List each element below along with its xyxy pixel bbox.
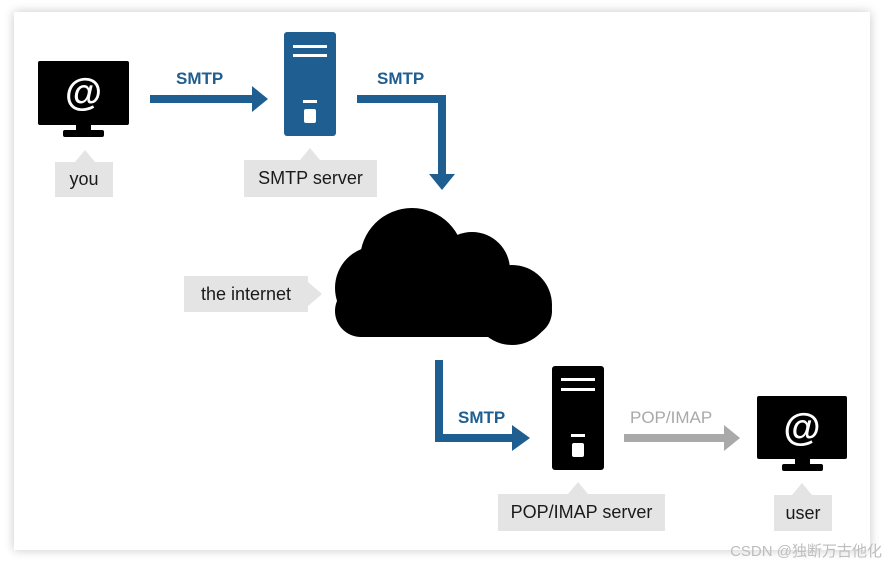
pop-imap-server-icon (552, 366, 604, 470)
smtp-server-icon (284, 32, 336, 136)
edge-label-pop-imap: POP/IMAP (630, 408, 712, 427)
edge-label-smtp-3: SMTP (458, 408, 505, 427)
edge-pop-imap-server-to-user (624, 425, 740, 451)
user-label: user (774, 495, 832, 531)
pop-imap-server-label: POP/IMAP server (498, 494, 665, 531)
you-at-symbol: @ (65, 72, 102, 114)
you-label-pointer (75, 150, 95, 162)
user-label-pointer (792, 483, 812, 495)
edge-label-smtp-2: SMTP (377, 69, 424, 88)
user-at-symbol: @ (783, 407, 820, 449)
you-monitor-icon: @ (38, 61, 129, 137)
smtp-server-label: SMTP server (244, 160, 377, 197)
you-label: you (55, 162, 113, 197)
internet-cloud-icon (335, 208, 552, 345)
edge-internet-to-pop-imap-server (435, 360, 530, 451)
internet-label: the internet (184, 276, 308, 312)
edge-smtp-server-to-internet (357, 95, 455, 190)
edge-label-smtp-1: SMTP (176, 69, 223, 88)
pop-imap-label-pointer (568, 482, 588, 494)
edge-you-to-smtp-server (150, 86, 268, 112)
user-monitor-icon: @ (757, 396, 847, 471)
smtp-server-label-pointer (300, 148, 320, 160)
internet-label-pointer (308, 282, 322, 306)
watermark: CSDN @独断万古他化 (730, 543, 882, 560)
